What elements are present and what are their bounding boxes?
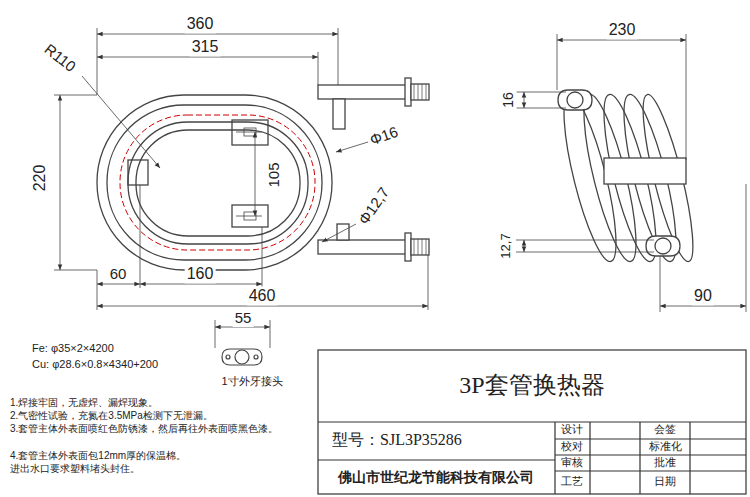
- note: 3.套管主体外表面喷红色防锈漆，然后再往外表面喷黑色漆。: [8, 423, 302, 435]
- drawing-title: 3P套管换热器: [457, 371, 606, 400]
- dimension: 315: [190, 37, 221, 56]
- table-cell: 批准: [652, 456, 678, 469]
- note: 进出水口要求塑料堵头封住。: [8, 463, 312, 475]
- table-cell: 会签: [652, 423, 678, 436]
- note: 1.焊接牢固，无虚焊、漏焊现象。: [8, 397, 312, 409]
- note: 2.气密性试验，充氮在3.5MPa检测下无泄漏。: [8, 410, 312, 422]
- dimension: 105: [265, 160, 283, 189]
- material-spec: Fe: φ35×2×4200: [30, 342, 116, 355]
- dimension: 460: [247, 286, 278, 305]
- radius-dimension: R110: [39, 39, 81, 77]
- note: 4.套管主体外表面包12mm厚的保温棉。: [8, 450, 312, 462]
- diameter-dimension: Φ12,7: [354, 182, 395, 229]
- model-number: 型号：SJL3P35286: [330, 430, 464, 449]
- company-name: 佛山市世纪龙节能科技有限公司: [336, 469, 536, 486]
- table-cell: 标准化: [647, 440, 684, 453]
- dimension: 16: [500, 90, 517, 110]
- table-cell: 校对: [559, 440, 585, 453]
- diameter-dimension: Φ16: [366, 122, 403, 150]
- dimension: 12,7: [498, 231, 514, 260]
- part-name: 1寸外牙接头: [219, 375, 284, 388]
- dimension: 230: [607, 20, 638, 39]
- table-cell: 工艺: [559, 475, 585, 488]
- table-cell: 审核: [559, 456, 585, 469]
- dimension: 360: [185, 14, 216, 33]
- dimension: 160: [185, 264, 216, 283]
- material-spec: Cu: φ28.6×0.8×4340+200: [30, 358, 160, 371]
- dimension: 220: [30, 163, 49, 194]
- dimension: 55: [233, 309, 254, 327]
- table-cell: 设计: [559, 423, 585, 436]
- table-cell: 日期: [652, 475, 678, 488]
- dimension: 90: [692, 286, 714, 305]
- dimension: 60: [108, 265, 129, 283]
